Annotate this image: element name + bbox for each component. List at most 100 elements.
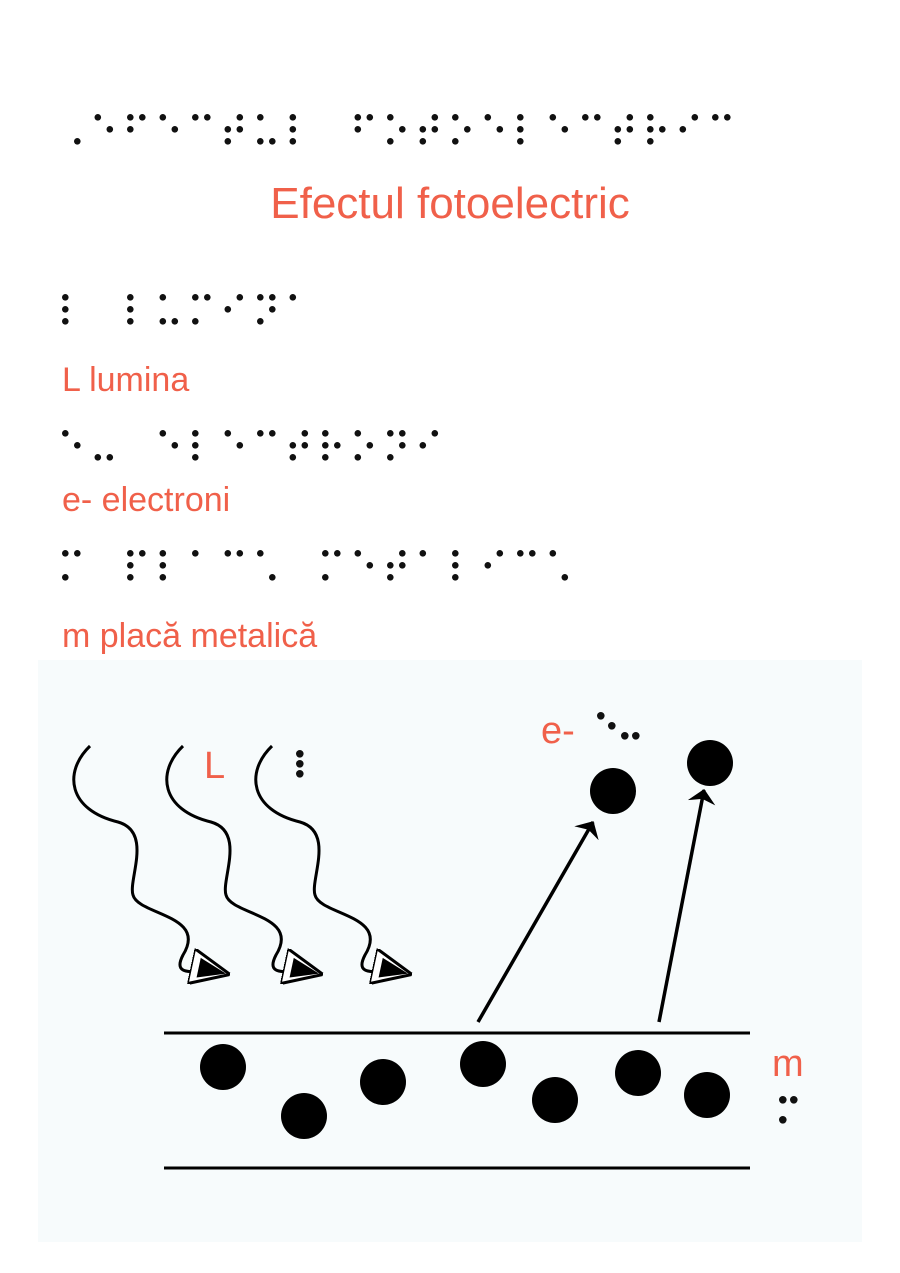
braille-dot: [127, 114, 134, 121]
emission-arrow: [476, 821, 599, 1023]
plate-electrons: [200, 1041, 730, 1139]
braille-dot: [549, 550, 557, 557]
braille-dot: [192, 430, 199, 437]
braille-dot: [354, 550, 362, 557]
braille-dot: [517, 126, 524, 133]
braille-dot: [171, 442, 179, 449]
braille-dot: [127, 574, 134, 581]
braille-dot: [517, 550, 524, 557]
braille-dot: [496, 550, 504, 557]
braille-dot: [779, 1116, 787, 1124]
braille-dot: [204, 114, 211, 121]
light-braille-label: [296, 750, 304, 778]
braille-dot: [334, 550, 341, 557]
braille-dot: [419, 138, 427, 145]
braille-dot: [127, 318, 134, 325]
braille-dot: [399, 442, 406, 449]
braille-dot: [257, 138, 264, 145]
braille-dot: [387, 574, 394, 581]
braille-dot: [322, 454, 329, 461]
light-rays: [72, 744, 410, 974]
braille-dot: [289, 138, 297, 145]
braille-dot: [322, 430, 329, 437]
braille-dot: [366, 442, 374, 449]
braille-dot: [399, 562, 406, 569]
braille-dot: [139, 550, 146, 557]
braille-dot: [224, 430, 232, 437]
light-ray: [254, 744, 410, 974]
light-ray: [165, 744, 321, 974]
braille-dot: [257, 318, 264, 325]
braille-dot: [301, 442, 309, 449]
legend-plate-braille: [62, 550, 569, 581]
braille-dot: [257, 114, 264, 121]
emitted-electron: [590, 768, 636, 814]
photoelectric-diagram: L e- m: [38, 660, 862, 1242]
plate-electron: [200, 1044, 246, 1090]
braille-dot: [632, 732, 640, 740]
braille-dot: [159, 550, 167, 557]
braille-dot: [289, 294, 297, 301]
braille-dot: [159, 574, 167, 581]
braille-dot: [614, 126, 622, 133]
braille-dot: [582, 114, 589, 121]
braille-dot: [62, 306, 69, 313]
braille-dot: [289, 454, 297, 461]
emitted-electrons: [476, 740, 733, 1023]
braille-dot: [139, 114, 146, 121]
braille-dot: [236, 442, 244, 449]
braille-dot: [171, 126, 179, 133]
braille-dot: [127, 306, 134, 313]
braille-dot: [269, 138, 276, 145]
braille-dot: [94, 114, 102, 121]
braille-dot: [192, 294, 199, 301]
braille-dot: [354, 114, 362, 121]
braille-dot: [431, 430, 439, 437]
braille-dot: [74, 550, 81, 557]
legend-light-text: L lumina: [62, 361, 190, 399]
plate-electron: [615, 1050, 661, 1096]
braille-dot: [647, 114, 654, 121]
braille-dot: [366, 562, 374, 569]
braille-dot: [647, 126, 654, 133]
braille-dot: [236, 294, 244, 301]
braille-dot: [62, 574, 69, 581]
braille-dot: [62, 430, 69, 437]
braille-dot: [106, 454, 114, 461]
braille-dot: [296, 770, 304, 778]
braille-dot: [159, 562, 167, 569]
braille-dot: [608, 722, 616, 730]
braille-dot: [431, 126, 439, 133]
braille-dot: [691, 114, 699, 121]
plate-electron: [684, 1072, 730, 1118]
braille-dot: [452, 138, 459, 145]
braille-dot: [452, 114, 459, 121]
braille-dot: [289, 126, 297, 133]
braille-dot: [647, 138, 654, 145]
braille-dot: [159, 294, 167, 301]
braille-dot: [431, 114, 439, 121]
braille-dot: [127, 550, 134, 557]
plate-electron: [360, 1059, 406, 1105]
braille-dot: [224, 306, 232, 313]
braille-dot: [296, 760, 304, 768]
diagram-canvas: [72, 712, 798, 1170]
braille-dot: [387, 138, 394, 145]
braille-dot: [484, 114, 492, 121]
braille-dot: [621, 732, 629, 740]
braille-dot: [790, 1096, 798, 1104]
braille-dot: [269, 430, 276, 437]
braille-dot: [224, 138, 232, 145]
plate-electron: [281, 1093, 327, 1139]
braille-dot: [106, 126, 114, 133]
braille-dot: [322, 442, 329, 449]
emitted-electron: [687, 740, 733, 786]
legend-electron-braille: [62, 430, 439, 461]
braille-dot: [452, 574, 459, 581]
braille-dot: [171, 318, 179, 325]
braille-dot: [62, 294, 69, 301]
braille-dot: [452, 550, 459, 557]
braille-dot: [679, 126, 687, 133]
braille-dot: [322, 550, 329, 557]
